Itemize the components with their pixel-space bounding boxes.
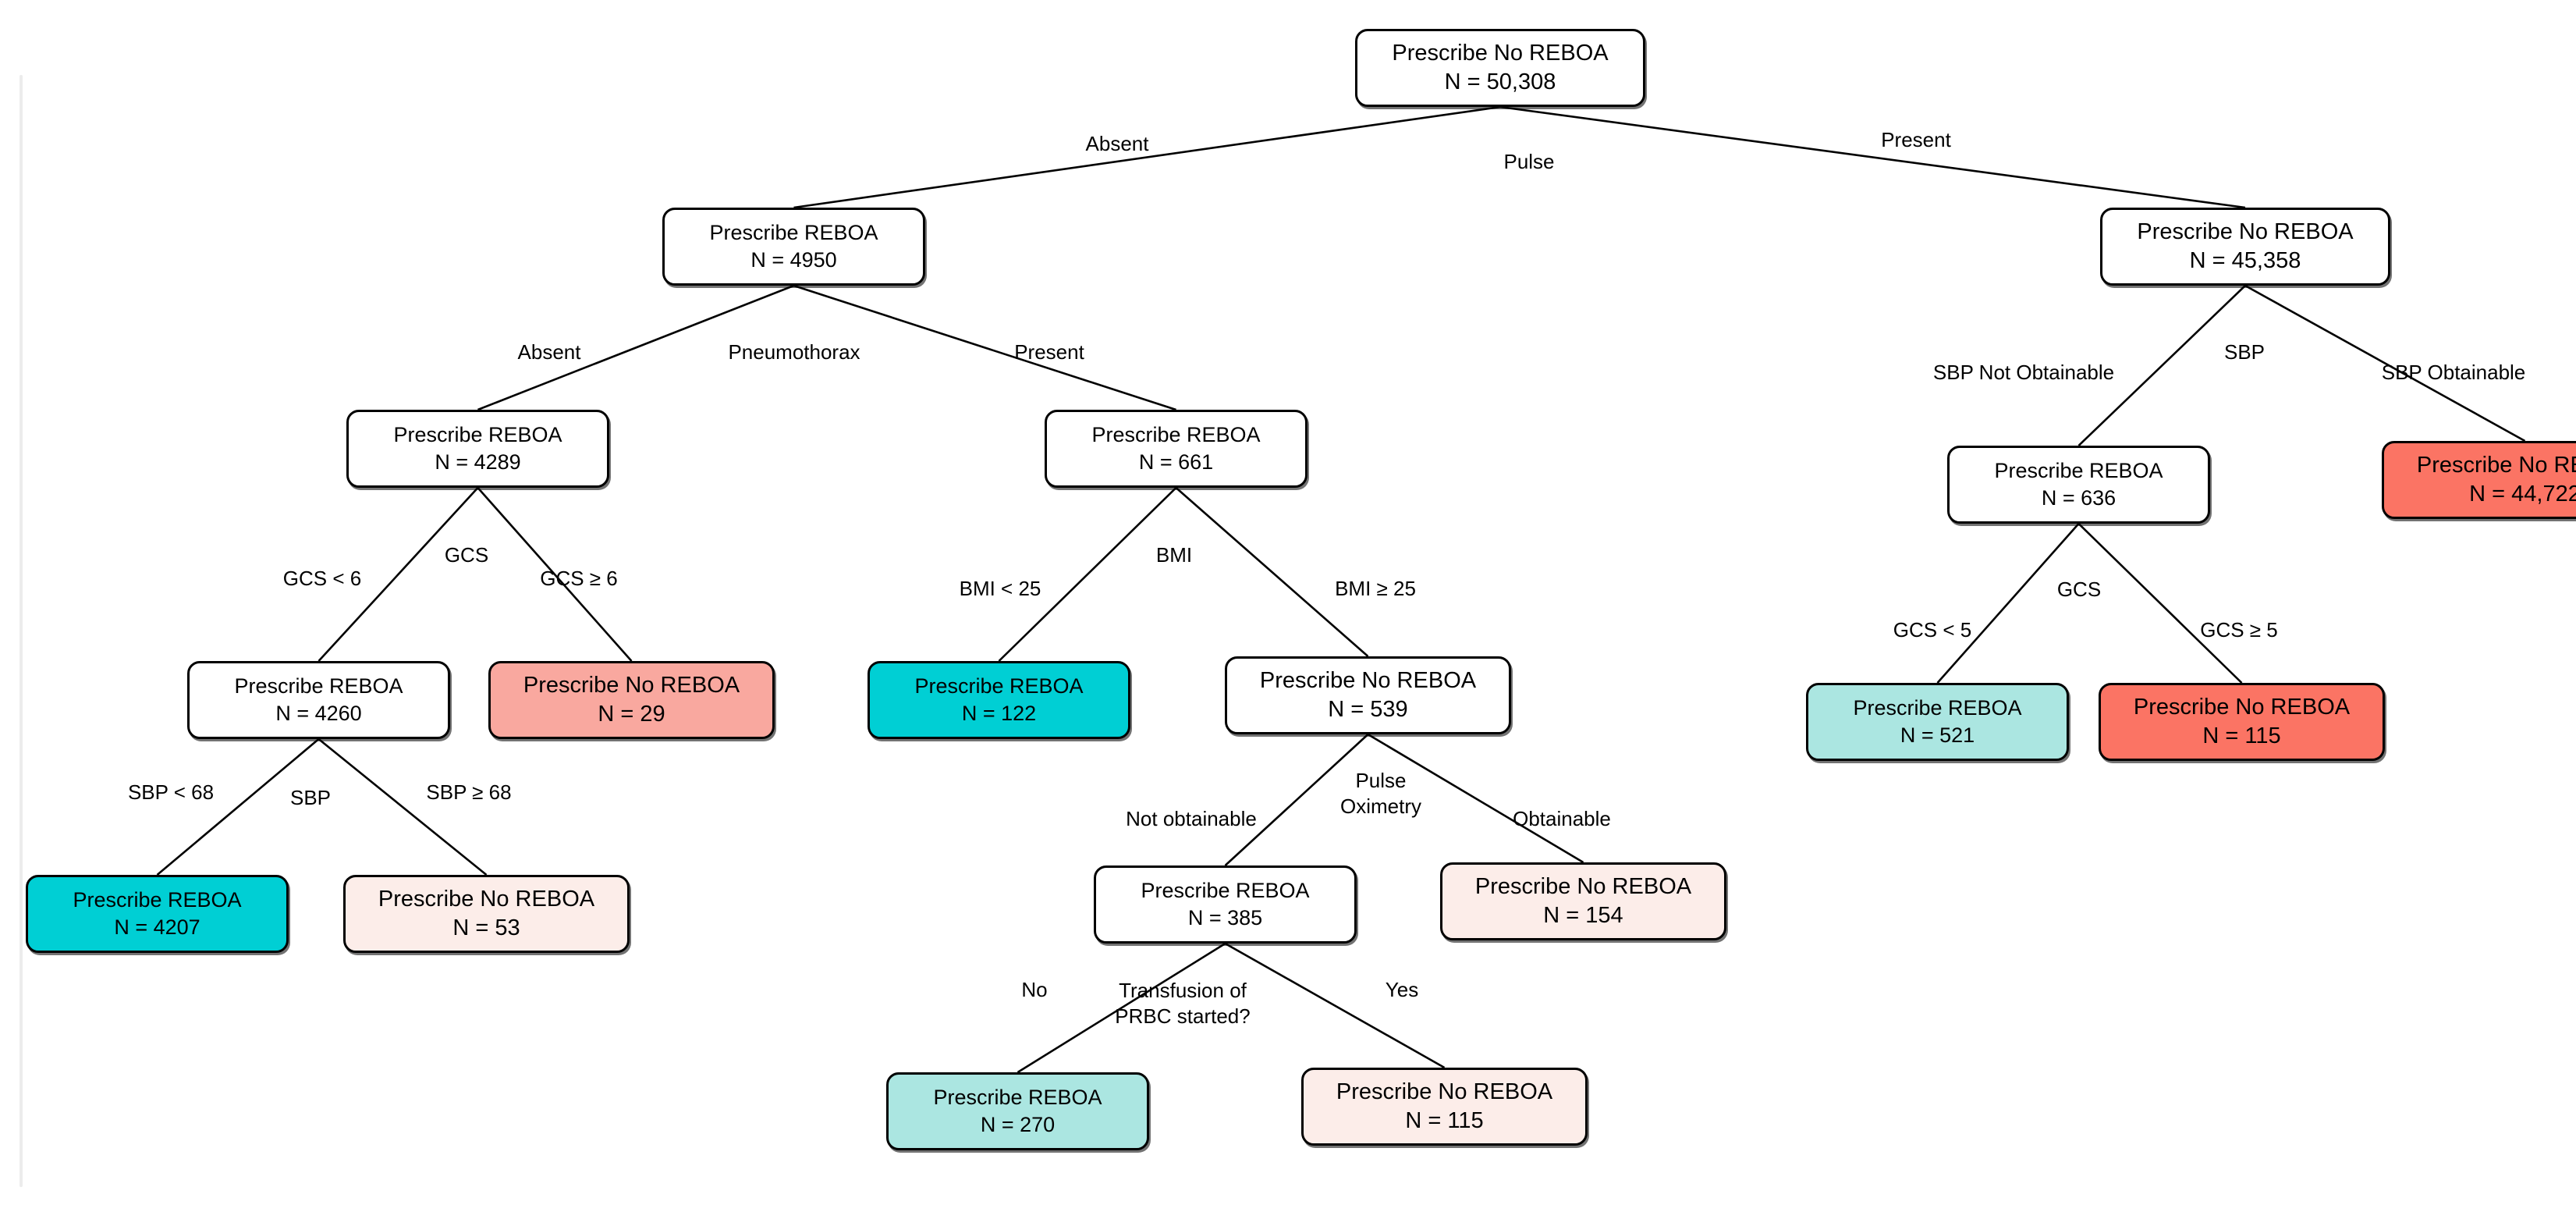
tree-edge xyxy=(793,105,1501,209)
tree-edge xyxy=(1224,942,1446,1069)
split-variable-label: BMI xyxy=(1155,543,1193,567)
split-variable-label: Pulse xyxy=(1503,150,1555,173)
split-variable-label: SBP xyxy=(289,786,332,809)
tree-node: Prescribe REBOA N = 4260 xyxy=(187,661,450,739)
branch-condition-label: SBP < 68 xyxy=(127,780,215,804)
branch-condition-label: Obtainable xyxy=(1513,807,1611,830)
branch-condition-label: Absent xyxy=(1085,132,1149,155)
branch-condition-label: SBP Not Obtainable xyxy=(1932,361,2115,384)
node-count: N = 4207 xyxy=(114,915,200,939)
tree-node: Prescribe No REBOA N = 53 xyxy=(343,875,630,953)
node-count: N = 4260 xyxy=(275,702,362,725)
node-label: Prescribe REBOA xyxy=(1141,879,1310,903)
node-count: N = 4950 xyxy=(750,248,837,272)
node-label: Prescribe No REBOA xyxy=(378,886,595,912)
branch-condition-label: GCS < 6 xyxy=(282,567,362,590)
node-count: N = 115 xyxy=(1405,1108,1484,1133)
node-label: Prescribe REBOA xyxy=(914,674,1084,698)
node-count: N = 50,308 xyxy=(1444,69,1556,94)
branch-condition-label: GCS < 5 xyxy=(1893,618,1972,642)
node-label: Prescribe REBOA xyxy=(709,221,878,245)
tree-node: Prescribe No REBOA N = 154 xyxy=(1440,862,1726,940)
node-label: Prescribe No REBOA xyxy=(1474,873,1692,899)
tree-edge xyxy=(318,738,488,876)
node-count: N = 661 xyxy=(1138,450,1214,474)
tree-node: Prescribe REBOA N = 661 xyxy=(1045,410,1308,488)
branch-condition-label: BMI < 25 xyxy=(959,577,1041,600)
node-label: Prescribe No REBOA xyxy=(1259,667,1477,693)
split-variable-label: SBP xyxy=(2223,340,2266,364)
tree-node: Prescribe REBOA N = 636 xyxy=(1947,446,2210,524)
node-label: Prescribe REBOA xyxy=(933,1086,1102,1110)
node-label: Prescribe No REBOA xyxy=(1392,40,1609,66)
tree-node: Prescribe REBOA N = 385 xyxy=(1094,865,1357,944)
split-variable-label: GCS xyxy=(2056,578,2102,601)
node-label: Prescribe REBOA xyxy=(1091,423,1261,447)
branch-condition-label: Present xyxy=(1014,340,1084,364)
node-label: Prescribe No REBOA xyxy=(2137,219,2354,244)
node-count: N = 45,358 xyxy=(2189,248,2301,273)
node-count: N = 636 xyxy=(2041,486,2117,510)
tree-edge xyxy=(998,487,1177,662)
tree-node: Prescribe REBOA N = 4289 xyxy=(346,410,609,488)
node-count: N = 385 xyxy=(1187,906,1263,929)
branch-condition-label: SBP ≥ 68 xyxy=(426,780,512,804)
node-count: N = 44,722 xyxy=(2469,482,2576,506)
left-margin-rule xyxy=(20,75,23,1187)
tree-node: Prescribe No REBOA N = 45,358 xyxy=(2100,208,2390,286)
tree-node: Prescribe REBOA N = 122 xyxy=(868,661,1130,739)
node-label: Prescribe No REBOA xyxy=(1336,1079,1553,1104)
node-count: N = 154 xyxy=(1543,903,1623,928)
node-count: N = 4289 xyxy=(435,450,521,474)
tree-node: Prescribe No REBOA N = 539 xyxy=(1225,656,1511,734)
node-label: Prescribe No REBOA xyxy=(2416,452,2576,478)
tree-edge xyxy=(2077,523,2243,684)
node-label: Prescribe REBOA xyxy=(1853,696,2022,720)
branch-condition-label: BMI ≥ 25 xyxy=(1335,577,1416,600)
tree-node: Prescribe No REBOA N = 115 xyxy=(2099,683,2385,761)
branch-condition-label: Present xyxy=(1881,128,1951,151)
branch-condition-label: Absent xyxy=(517,340,581,364)
node-count: N = 115 xyxy=(2202,723,2281,748)
tree-node: Prescribe No REBOA N = 115 xyxy=(1301,1068,1588,1146)
split-variable-label: GCS xyxy=(444,543,489,567)
tree-node: Prescribe No REBOA N = 29 xyxy=(488,661,775,739)
tree-node: Prescribe REBOA N = 4207 xyxy=(26,875,289,953)
node-label: Prescribe REBOA xyxy=(393,423,562,447)
node-count: N = 539 xyxy=(1328,697,1408,722)
tree-node: Prescribe No REBOA N = 44,722 xyxy=(2382,441,2576,519)
node-count: N = 270 xyxy=(980,1113,1056,1136)
tree-node: Prescribe No REBOA N = 50,308 xyxy=(1355,29,1645,107)
node-count: N = 122 xyxy=(961,702,1037,725)
node-label: Prescribe No REBOA xyxy=(2133,694,2351,720)
branch-condition-label: SBP Obtainable xyxy=(2381,361,2526,384)
branch-condition-label: Not obtainable xyxy=(1126,807,1257,830)
node-label: Prescribe REBOA xyxy=(234,674,403,698)
tree-node: Prescribe REBOA N = 270 xyxy=(886,1072,1149,1150)
node-label: Prescribe REBOA xyxy=(73,888,242,912)
branch-condition-label: Yes xyxy=(1385,978,1419,1001)
tree-edge xyxy=(1499,105,2246,209)
node-count: N = 521 xyxy=(1900,723,1975,747)
branch-condition-label: GCS ≥ 6 xyxy=(540,567,618,590)
split-variable-label: Pneumothorax xyxy=(728,340,860,364)
node-label: Prescribe REBOA xyxy=(1994,459,2163,483)
branch-condition-label: GCS ≥ 5 xyxy=(2200,618,2278,642)
tree-edge xyxy=(1936,523,2080,684)
node-label: Prescribe No REBOA xyxy=(523,672,740,698)
tree-node: Prescribe REBOA N = 521 xyxy=(1806,683,2069,761)
node-count: N = 53 xyxy=(452,915,520,940)
tree-node: Prescribe REBOA N = 4950 xyxy=(662,208,925,286)
branch-condition-label: No xyxy=(1021,978,1048,1001)
node-count: N = 29 xyxy=(598,702,665,727)
tree-edge xyxy=(1175,487,1369,657)
